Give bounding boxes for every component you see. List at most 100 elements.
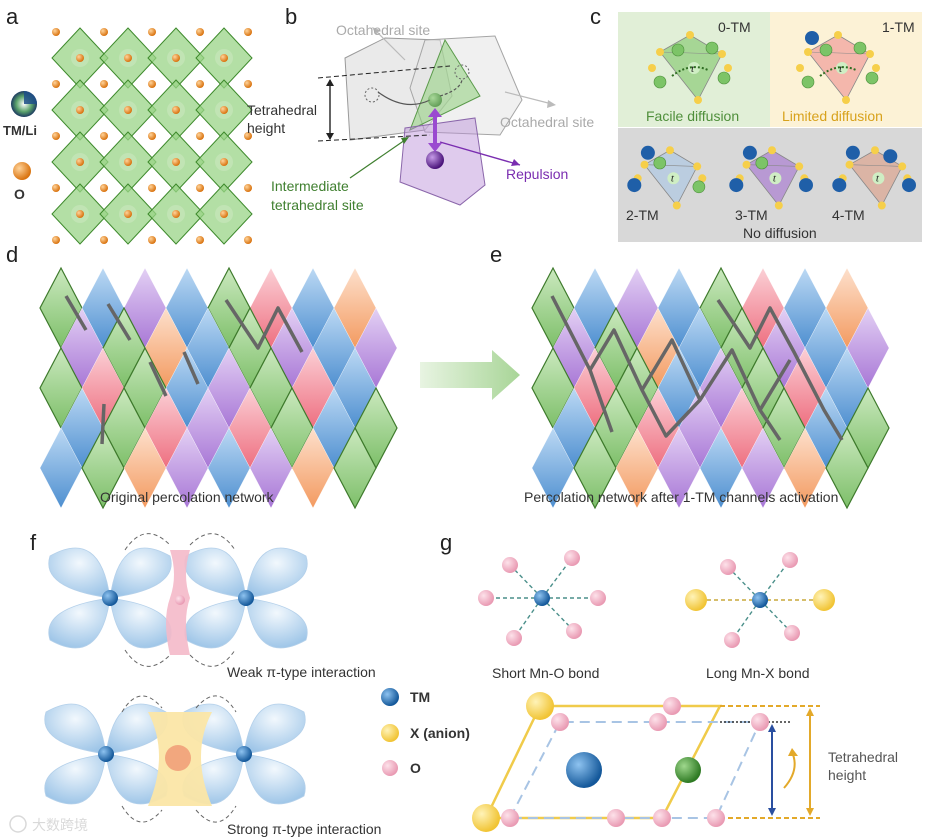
g-tetra-label-2: height — [828, 767, 866, 783]
oxygen-ion — [76, 158, 84, 166]
o-ion — [502, 557, 518, 573]
oxygen-ion — [124, 106, 132, 114]
o-ion — [784, 625, 800, 641]
anion-site — [718, 50, 726, 58]
tm4-label: 4-TM — [832, 207, 865, 223]
anion-ion — [685, 589, 707, 611]
oxygen-ion — [196, 184, 204, 192]
o-legend-label: O — [410, 760, 421, 776]
diamond-site — [333, 426, 377, 510]
tm1-label: 1-TM — [882, 19, 915, 35]
tm-site — [640, 145, 655, 160]
li-site — [853, 41, 867, 55]
orbital-lobe — [48, 547, 111, 599]
oxygen-ion — [124, 210, 132, 218]
oxygen-ion — [76, 54, 84, 62]
mn-ion — [534, 590, 550, 606]
oxygen-ion — [100, 132, 108, 140]
oxygen-ion — [100, 236, 108, 244]
tmli-legend-icon — [11, 91, 37, 117]
li-site — [819, 43, 833, 57]
hop-path — [671, 66, 709, 77]
repulsion-arrow — [439, 141, 521, 166]
percolation-path — [100, 403, 106, 445]
tmli-legend-label: TM/Li — [3, 123, 37, 138]
anion-site — [795, 162, 804, 171]
tm-site — [729, 178, 744, 193]
percolation-path — [64, 295, 88, 331]
octahedral-site-top-label: Octahedral site — [336, 22, 430, 38]
diamond-site — [249, 427, 293, 509]
o-ion — [566, 623, 582, 639]
percolation-path — [716, 299, 844, 441]
overlap-arc — [195, 695, 237, 713]
tm-site — [902, 178, 916, 193]
tm-center — [98, 746, 114, 762]
tetra-center — [667, 172, 680, 185]
short-bond-label: Short Mn-O bond — [492, 665, 599, 681]
intermediate-label-2: tetrahedral site — [271, 197, 364, 213]
diamond-site — [825, 426, 869, 510]
o-ion — [653, 809, 671, 827]
vacant-site-left — [364, 87, 380, 103]
tm-site — [805, 31, 819, 45]
bond — [541, 557, 573, 599]
orbital-lobe — [109, 597, 172, 649]
orbital-lobe — [184, 547, 247, 599]
oxygen-ion — [76, 106, 84, 114]
li-ion — [428, 93, 442, 107]
strong-interaction-label: Strong π-type interaction — [227, 821, 381, 837]
panel-e: e Percolation network after 1-TM channel… — [490, 242, 890, 510]
li-site — [717, 71, 731, 85]
oxygen-ion — [148, 236, 156, 244]
bond — [513, 597, 543, 639]
limited-label: Limited diffusion — [782, 108, 883, 124]
anion-site — [768, 146, 776, 155]
o-ion — [751, 713, 769, 731]
overlap-arc — [189, 649, 236, 667]
orbital-lobe — [48, 597, 111, 649]
orbital-lobe — [44, 703, 107, 755]
orbital-lobe — [245, 597, 308, 649]
oxygen-ion — [148, 80, 156, 88]
o-ion — [564, 550, 580, 566]
hop-path-right — [439, 79, 463, 97]
diamond-site — [291, 427, 335, 509]
weak-interaction-label: Weak π-type interaction — [227, 664, 376, 680]
anion-site — [640, 160, 649, 169]
oxygen-ion — [244, 28, 252, 36]
oxygen-ion — [148, 28, 156, 36]
bond — [731, 599, 761, 641]
tetra-center-label: t — [876, 173, 880, 185]
tm-site — [845, 145, 860, 160]
percolation-path — [640, 389, 702, 438]
orbital-lobe — [245, 547, 308, 599]
anion-site — [866, 50, 874, 58]
oxygen-ion — [100, 80, 108, 88]
oxygen-ion — [220, 54, 228, 62]
li-large — [675, 757, 701, 783]
anion-site — [842, 96, 850, 104]
panel-f: f Weak π-type interaction Strong π-type … — [30, 530, 470, 837]
diamond-site — [207, 427, 251, 509]
li-site — [653, 156, 667, 170]
bond — [759, 559, 791, 601]
anion-ion — [813, 589, 835, 611]
oxygen-ion — [244, 184, 252, 192]
o-ion — [663, 697, 681, 715]
anion-site — [698, 174, 707, 183]
li-site — [653, 75, 667, 89]
oxygen-ion — [244, 236, 252, 244]
panel-c-label: c — [590, 4, 601, 29]
percolation-path — [182, 351, 200, 385]
anion-site — [871, 146, 879, 155]
octahedral-site-right-label: Octahedral site — [500, 114, 594, 130]
anion-legend-icon — [381, 724, 399, 742]
activated-network-grid — [531, 266, 890, 510]
tetra-center-label: t — [691, 63, 695, 75]
oxygen-ion — [172, 158, 180, 166]
oxygen-ion — [220, 106, 228, 114]
o-ion — [649, 713, 667, 731]
o-ion — [590, 590, 606, 606]
tetra-center-label: t — [671, 173, 675, 185]
